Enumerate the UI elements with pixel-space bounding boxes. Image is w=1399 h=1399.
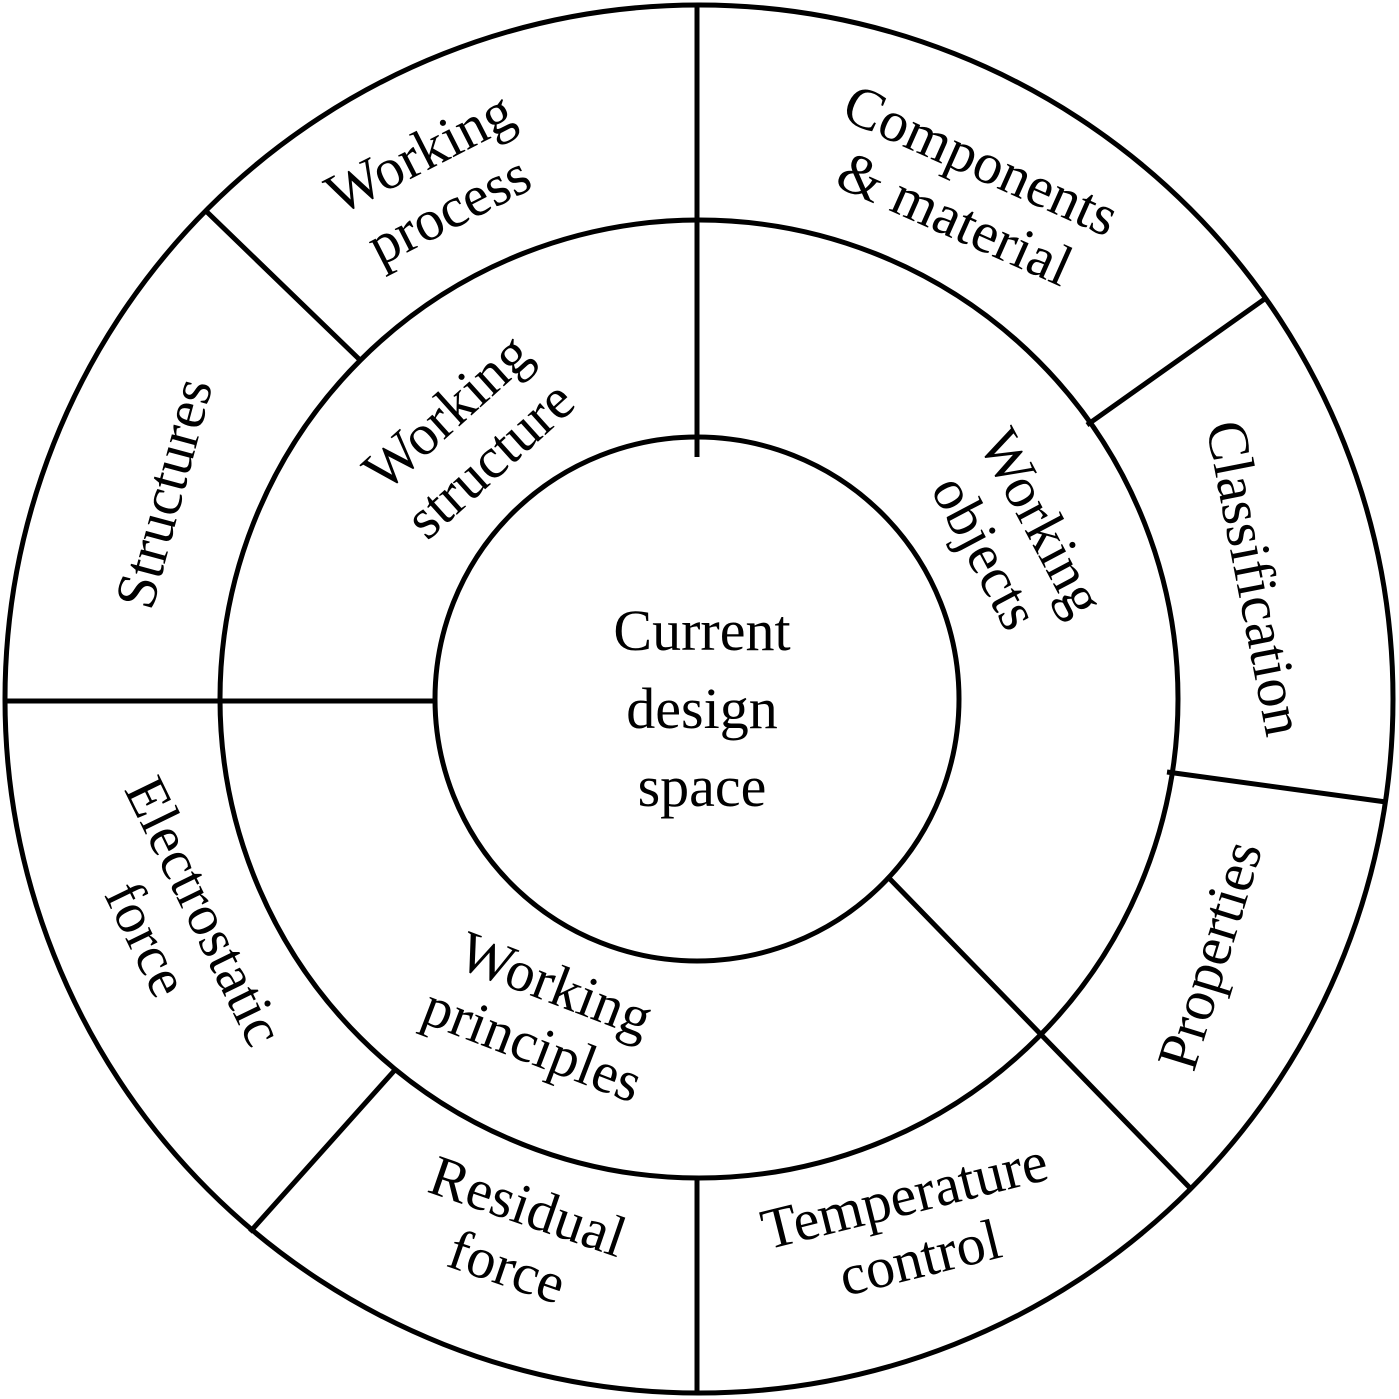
temperature-control-label: Temperature control — [755, 1128, 1054, 1308]
components-material-label: Components & material — [828, 71, 1128, 299]
center-line-3: space — [638, 754, 767, 819]
center-label: Current design space — [613, 598, 790, 819]
structures-label: Structures — [102, 371, 226, 615]
working-objects-label: Working objects — [919, 418, 1119, 640]
working-principles-label: Working principles — [415, 918, 662, 1116]
residual-force-label: Residual force — [421, 1142, 634, 1316]
properties-label: Properties — [1144, 833, 1275, 1077]
divider-structures-process — [205, 210, 362, 362]
divider-objects-principles — [885, 874, 1193, 1191]
structures-line-1: Structures — [102, 371, 226, 615]
center-line-2: design — [626, 676, 777, 741]
classification-label: Classification — [1193, 415, 1318, 740]
center-line-1: Current — [613, 598, 790, 663]
divider-components-classification — [1085, 295, 1268, 428]
properties-line-1: Properties — [1144, 833, 1275, 1077]
classification-line-1: Classification — [1193, 415, 1318, 740]
divider-classification-properties — [1166, 769, 1387, 805]
working-structure-label: Working structure — [350, 320, 587, 551]
divider-residual-electrostatic — [248, 1069, 396, 1234]
